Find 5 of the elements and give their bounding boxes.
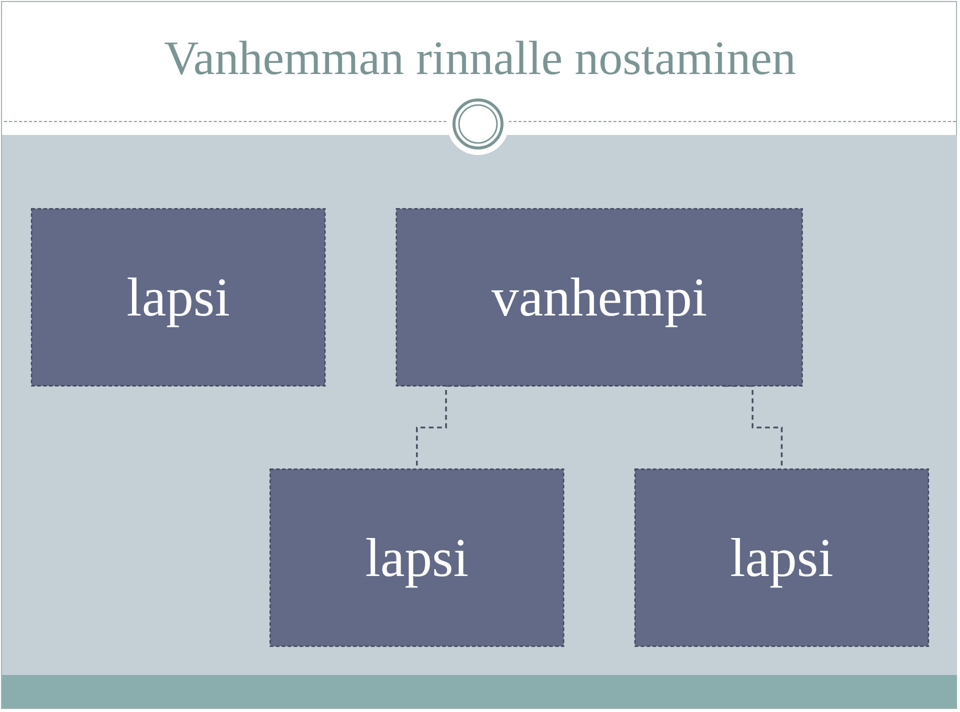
chart-box: vanhempi: [396, 208, 803, 386]
chart-box: lapsi: [634, 468, 930, 647]
slide-title: Vanhemman rinnalle nostaminen: [163, 31, 797, 87]
chart-box: lapsi: [30, 208, 326, 386]
chart-box: lapsi: [270, 468, 564, 647]
